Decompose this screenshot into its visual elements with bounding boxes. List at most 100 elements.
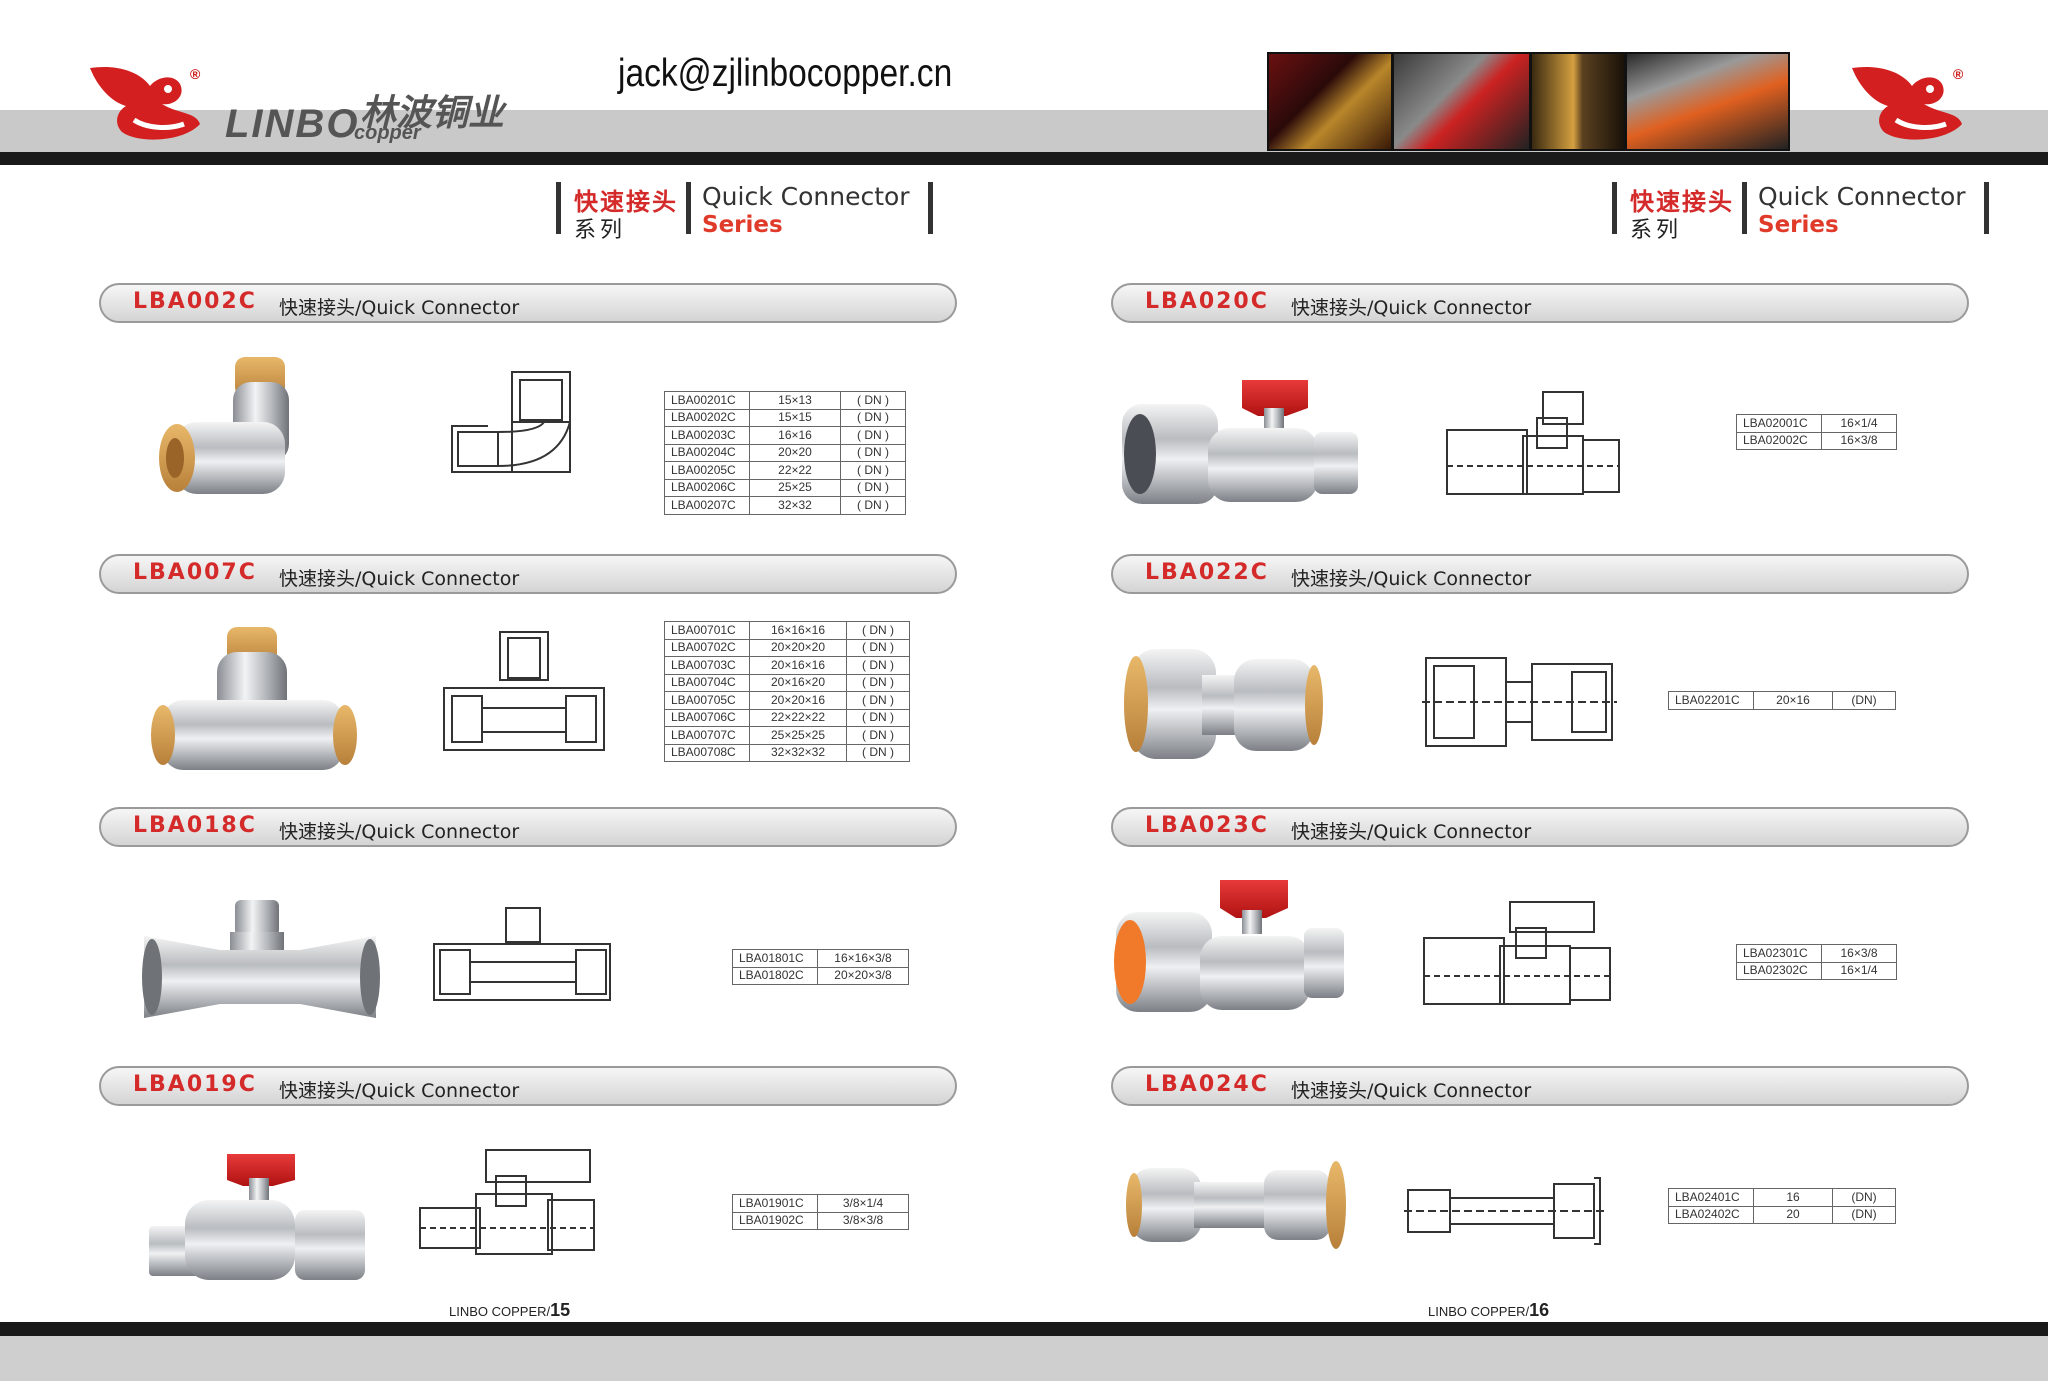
page-label: LINBO COPPER/ xyxy=(449,1304,551,1319)
photo-3 xyxy=(1532,54,1624,149)
product-desc: 快速接头/Quick Connector xyxy=(279,1080,520,1102)
table-cell: LBA01802C xyxy=(732,966,818,985)
product-band: LBA019C 快速接头/Quick Connector xyxy=(99,1066,957,1106)
table-cell: (DN) xyxy=(1832,1205,1896,1224)
brand-name-cn: 林波铜业 xyxy=(360,93,505,134)
page-number-left: LINBO COPPER/15 xyxy=(449,1300,570,1321)
product-band: LBA023C 快速接头/Quick Connector xyxy=(1111,807,1969,847)
page-number-right: LINBO COPPER/16 xyxy=(1428,1300,1549,1321)
page-label: LINBO COPPER/ xyxy=(1428,1304,1530,1319)
footer-dark-line xyxy=(0,1322,2048,1336)
product-desc: 快速接头/Quick Connector xyxy=(279,821,520,843)
table-cell: 16 xyxy=(1753,1188,1833,1207)
table-cell: LBA00202C xyxy=(664,408,750,427)
product-band: LBA022C 快速接头/Quick Connector xyxy=(1111,554,1969,594)
series-label-right: 快速接头 系列 Quick Connector Series xyxy=(1612,182,1992,244)
contact-email[interactable]: jack@zjlinbocopper.cn xyxy=(618,52,953,95)
table-cell: 16×3/8 xyxy=(1821,944,1897,963)
table-cell: (DN) xyxy=(1832,1188,1896,1207)
table-cell: LBA02201C xyxy=(1668,691,1754,710)
table-cell: ( DN ) xyxy=(840,426,906,445)
table-cell: 16×3/8 xyxy=(1821,431,1897,450)
table-cell: ( DN ) xyxy=(840,461,906,480)
table-cell: 20×16 xyxy=(1753,691,1833,710)
product-code: LBA020C xyxy=(1145,289,1269,314)
table-cell: LBA01801C xyxy=(732,949,818,968)
table-cell: LBA00203C xyxy=(664,426,750,445)
table-cell: LBA02401C xyxy=(1668,1188,1754,1207)
table-cell: LBA00708C xyxy=(664,743,750,762)
table-cell: 3/8×3/8 xyxy=(817,1211,909,1230)
table-cell: 20 xyxy=(1753,1205,1833,1224)
brand-sub: copper xyxy=(354,122,421,144)
table-cell: 22×22 xyxy=(749,461,841,480)
table-cell: LBA02301C xyxy=(1736,944,1822,963)
table-cell: ( DN ) xyxy=(840,408,906,427)
table-cell: ( DN ) xyxy=(846,743,910,762)
table-cell: LBA00707C xyxy=(664,726,750,745)
product-photo-ball-valve xyxy=(1122,380,1358,504)
drawing-ball-valve xyxy=(1423,901,1611,1005)
product-code: LBA023C xyxy=(1145,813,1269,838)
bird-logo-icon xyxy=(90,66,200,140)
table-cell: LBA00204C xyxy=(664,443,750,462)
table-cell: LBA02002C xyxy=(1736,431,1822,450)
series-cn-1: 快速接头 xyxy=(1630,188,1734,216)
table-cell: 32×32 xyxy=(749,496,841,515)
photo-strip xyxy=(1267,52,1790,151)
product-code: LBA018C xyxy=(133,813,257,838)
series-en-1: Quick Connector xyxy=(702,182,910,211)
table-cell: ( DN ) xyxy=(840,496,906,515)
table-cell: ( DN ) xyxy=(846,673,910,692)
table-cell: 20×16×20 xyxy=(749,673,847,692)
table-cell: 20×20 xyxy=(749,443,841,462)
product-photo-tee-threaded xyxy=(142,900,380,1018)
table-cell: 20×20×16 xyxy=(749,691,847,710)
table-cell: ( DN ) xyxy=(840,443,906,462)
table-cell: ( DN ) xyxy=(846,708,910,727)
series-cn-1: 快速接头 xyxy=(574,188,678,216)
product-desc: 快速接头/Quick Connector xyxy=(1291,297,1532,319)
table-cell: 20×16×16 xyxy=(749,656,847,675)
header-dark-line xyxy=(0,152,2048,165)
product-band: LBA007C 快速接头/Quick Connector xyxy=(99,554,957,594)
page-number: 16 xyxy=(1529,1300,1550,1320)
table-cell: LBA00702C xyxy=(664,638,750,657)
table-cell: ( DN ) xyxy=(846,621,910,640)
table-cell: LBA02402C xyxy=(1668,1205,1754,1224)
drawing-reducer xyxy=(1422,657,1617,747)
product-desc: 快速接头/Quick Connector xyxy=(1291,821,1532,843)
product-code: LBA002C xyxy=(133,289,257,314)
table-cell: ( DN ) xyxy=(846,726,910,745)
table-cell: 16×1/4 xyxy=(1821,961,1897,980)
drawing-ball-valve xyxy=(1446,391,1620,495)
product-desc: 快速接头/Quick Connector xyxy=(279,297,520,319)
product-band: LBA024C 快速接头/Quick Connector xyxy=(1111,1066,1969,1106)
table-cell: LBA00701C xyxy=(664,621,750,640)
table-cell: LBA02302C xyxy=(1736,961,1822,980)
table-cell: LBA00706C xyxy=(664,708,750,727)
brand-name: LINBO xyxy=(225,102,360,146)
photo-1 xyxy=(1269,54,1391,149)
table-cell: 16×1/4 xyxy=(1821,414,1897,433)
product-photo-reducer xyxy=(1124,649,1323,759)
table-cell: 25×25×25 xyxy=(749,726,847,745)
table-cell: LBA00704C xyxy=(664,673,750,692)
